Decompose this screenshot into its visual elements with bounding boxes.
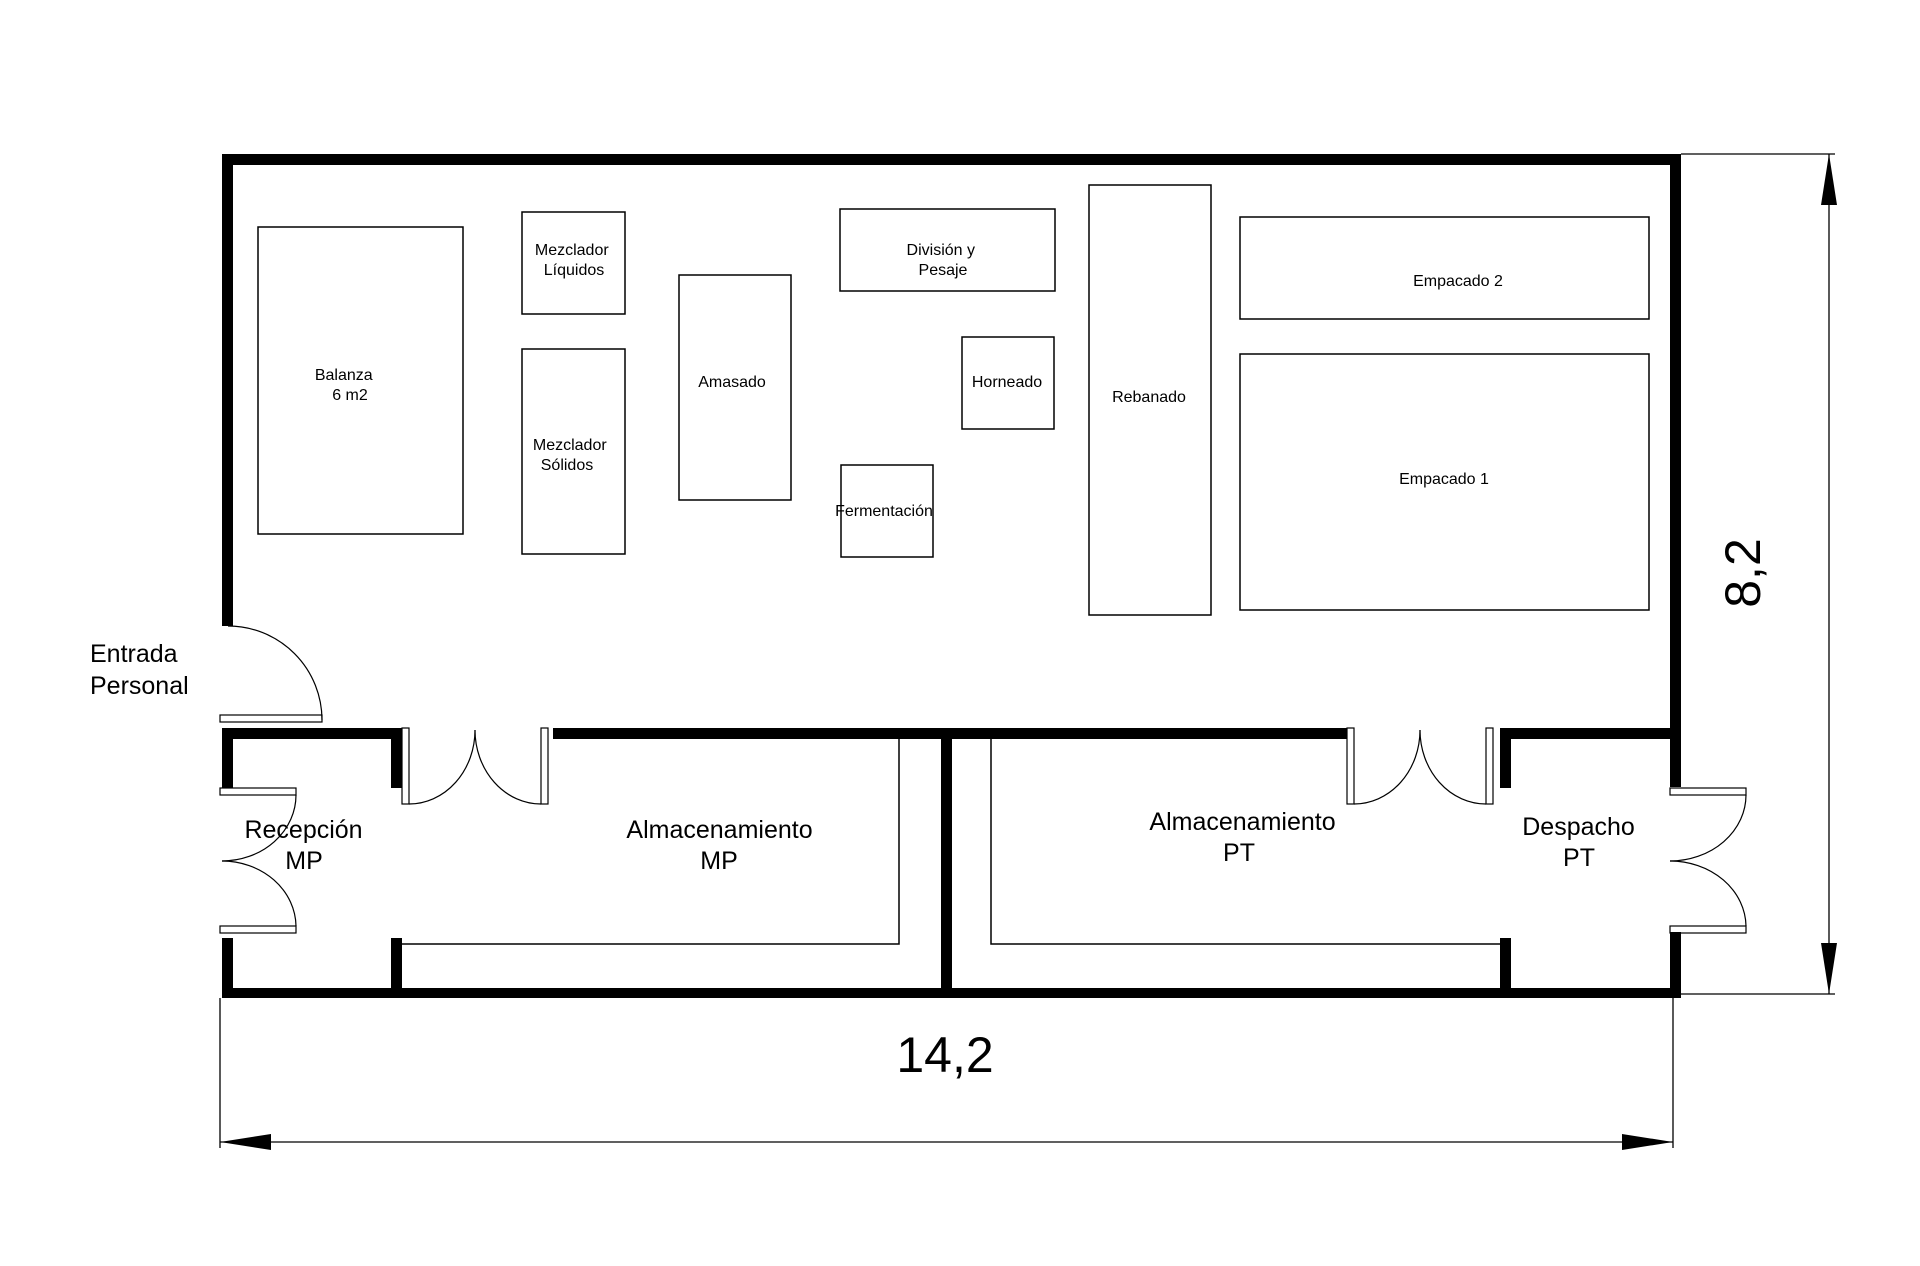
arrow-height-top bbox=[1821, 154, 1837, 205]
door-almacenamiento-pt bbox=[1346, 727, 1494, 805]
label-recepcion-mp: Recepción MP bbox=[244, 816, 369, 875]
label-empacado-1: Empacado 1 bbox=[1399, 471, 1489, 488]
label-almacenamiento-mp: Almacenamiento MP bbox=[626, 816, 819, 875]
wall-right-upper bbox=[1670, 154, 1681, 787]
wall-corridor-right bbox=[1500, 728, 1681, 739]
dimension-width-label: 14,2 bbox=[896, 1027, 993, 1083]
wall-despacho-upper bbox=[1500, 728, 1511, 788]
station-horneado bbox=[961, 336, 1055, 430]
station-mezclador-solidos bbox=[521, 348, 626, 555]
station-mezclador-liquidos bbox=[521, 211, 626, 315]
partition-almacenamiento-mp bbox=[402, 739, 900, 945]
wall-left-upper bbox=[222, 154, 233, 626]
label-entrada-personal: Entrada Personal bbox=[90, 640, 189, 700]
station-empacado-1 bbox=[1239, 353, 1650, 611]
room-labels: Entrada Personal Recepción MP Almacenami… bbox=[90, 640, 1642, 875]
label-mezclador-liquidos: Mezclador Líquidos bbox=[535, 242, 613, 279]
station-empacado-2 bbox=[1239, 216, 1650, 320]
label-amasado: Amasado bbox=[698, 374, 766, 391]
wall-recepcion-upper bbox=[391, 728, 402, 788]
station-rebanado bbox=[1088, 184, 1212, 616]
arrow-width-right bbox=[1622, 1134, 1673, 1150]
stations bbox=[257, 184, 1650, 616]
station-amasado bbox=[678, 274, 792, 501]
label-rebanado: Rebanado bbox=[1112, 389, 1186, 406]
doors bbox=[219, 625, 1747, 934]
wall-storage-divider bbox=[941, 728, 952, 998]
interior-walls bbox=[222, 728, 1681, 998]
door-almacenamiento-mp bbox=[401, 727, 549, 805]
wall-despacho-lower bbox=[1500, 938, 1511, 998]
label-mezclador-solidos: Mezclador Sólidos bbox=[533, 437, 611, 474]
dimension-width: 14,2 bbox=[219, 998, 1674, 1150]
wall-left-recep-top bbox=[222, 728, 233, 788]
partition-almacenamiento-pt bbox=[990, 739, 1500, 945]
label-despacho-pt: Despacho PT bbox=[1522, 813, 1642, 872]
label-division-pesaje: División y Pesaje bbox=[907, 242, 980, 279]
wall-corridor-left bbox=[222, 728, 402, 739]
label-horneado: Horneado bbox=[972, 374, 1042, 391]
label-balanza: Balanza 6 m2 bbox=[315, 367, 377, 404]
door-entrada-personal bbox=[219, 625, 323, 723]
door-recepcion-mp bbox=[219, 787, 297, 934]
partitions bbox=[402, 739, 1500, 945]
wall-left-recep-bottom bbox=[222, 938, 233, 998]
label-fermentacion: Fermentación bbox=[835, 503, 933, 520]
arrow-height-bottom bbox=[1821, 943, 1837, 994]
station-fermentacion bbox=[840, 464, 934, 558]
dimension-height: 8,2 bbox=[1681, 153, 1837, 995]
wall-recepcion-lower bbox=[391, 938, 402, 998]
station-division-pesaje bbox=[839, 208, 1056, 292]
station-balanza bbox=[257, 226, 464, 535]
label-empacado-2: Empacado 2 bbox=[1413, 273, 1503, 290]
arrow-width-left bbox=[220, 1134, 271, 1150]
door-despacho-pt bbox=[1669, 787, 1747, 934]
dimension-height-label: 8,2 bbox=[1715, 538, 1771, 608]
wall-top bbox=[222, 154, 1681, 165]
label-almacenamiento-pt: Almacenamiento PT bbox=[1149, 808, 1342, 867]
wall-right-lower bbox=[1670, 932, 1681, 998]
station-labels: Balanza 6 m2 Mezclador Líquidos Mezclado… bbox=[315, 242, 1503, 520]
